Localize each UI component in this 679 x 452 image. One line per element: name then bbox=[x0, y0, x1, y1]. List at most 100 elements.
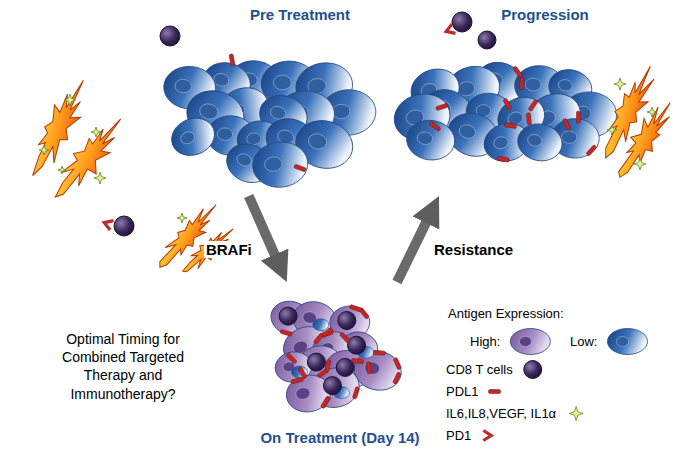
tumor-node: On Treatment (Day 14) bbox=[245, 282, 435, 448]
cell-body bbox=[515, 120, 566, 164]
pdl1-mark bbox=[366, 362, 371, 374]
cell-body bbox=[510, 329, 550, 355]
pdl1-mark bbox=[576, 111, 580, 123]
cytokine-star bbox=[634, 158, 646, 170]
pdl1-mark bbox=[528, 99, 538, 111]
cd8-t-cell bbox=[307, 353, 325, 371]
tumor-cell bbox=[250, 139, 310, 190]
cell-nucleus bbox=[561, 131, 576, 144]
legend-entry: Low: bbox=[570, 332, 597, 350]
stage-heading: Progression bbox=[428, 6, 663, 23]
cell-body bbox=[607, 329, 647, 355]
cell-nucleus bbox=[273, 75, 291, 90]
cell-body bbox=[166, 112, 220, 162]
cell-nucleus bbox=[519, 337, 531, 347]
legend-text: Low: bbox=[570, 334, 597, 349]
legend-text: PD1 bbox=[446, 428, 471, 443]
process-arrow bbox=[397, 209, 432, 282]
cytokine-star bbox=[607, 125, 617, 135]
cytokine-star bbox=[91, 127, 101, 137]
cd8-t-cell bbox=[338, 312, 356, 330]
cytokine-star bbox=[569, 407, 583, 421]
progression-tumor bbox=[390, 56, 617, 166]
cell-nucleus bbox=[416, 131, 433, 145]
cytokine-star bbox=[94, 172, 106, 184]
pdl1-mark bbox=[373, 350, 385, 355]
legend-entry: High: bbox=[470, 332, 500, 350]
legend-sample bbox=[569, 407, 583, 421]
pdl1-mark bbox=[526, 113, 531, 125]
illustration bbox=[20, 12, 679, 416]
cell-nucleus bbox=[557, 78, 573, 92]
cytokine-star bbox=[39, 145, 49, 155]
legend-sample bbox=[510, 329, 550, 355]
pdl1-mark bbox=[298, 367, 308, 379]
pdl1-mark bbox=[291, 377, 304, 384]
cell-nucleus bbox=[363, 360, 381, 375]
cytokine-star bbox=[64, 94, 76, 106]
cell-nucleus bbox=[457, 123, 477, 141]
tumor-cell bbox=[283, 371, 334, 415]
tumor-cell bbox=[166, 112, 220, 162]
tumor-node: Pre Treatment bbox=[150, 4, 385, 196]
legend-sample bbox=[607, 329, 647, 355]
cell-nucleus bbox=[527, 133, 543, 147]
tumor-cell bbox=[515, 120, 566, 164]
arrow-label-box: Resistance bbox=[432, 241, 515, 259]
legend-entry: PD1 bbox=[446, 426, 471, 444]
pdl1-mark bbox=[562, 118, 571, 130]
stage-heading: Pre Treatment bbox=[183, 6, 418, 23]
cell-body bbox=[250, 139, 310, 190]
pdl1-mark bbox=[497, 156, 510, 162]
legend-text: IL6,IL8,VEGF, IL1α bbox=[446, 406, 556, 421]
pdl1-mark bbox=[519, 77, 524, 89]
pdl1-mark bbox=[503, 98, 512, 111]
legend-heading: Antigen Expression: bbox=[448, 306, 564, 323]
legend-sample bbox=[489, 390, 501, 394]
arrow-label: BRAFi bbox=[204, 241, 254, 258]
pdl1-mark bbox=[325, 359, 331, 372]
tumor-cell bbox=[404, 118, 457, 163]
low-antigen-cell bbox=[313, 319, 329, 331]
legend-entry: CD8 T cells bbox=[446, 360, 513, 378]
legend-entry: PDL1 bbox=[446, 382, 479, 400]
cell-nucleus bbox=[175, 79, 192, 93]
pdl1-mark bbox=[429, 121, 441, 131]
cell-nucleus bbox=[264, 156, 283, 172]
pdl1-mark bbox=[504, 123, 517, 129]
question-note: Optimal Timing for Combined Targeted The… bbox=[48, 330, 198, 403]
label-box: Optimal Timing for Combined Targeted The… bbox=[48, 330, 198, 403]
low-antigen-cell bbox=[291, 366, 307, 378]
cytokine-star bbox=[58, 166, 66, 174]
pre-treatment-tumor bbox=[163, 54, 377, 191]
pd1-mark bbox=[103, 218, 114, 230]
fibroblast bbox=[45, 110, 134, 208]
cd8-t-cell bbox=[478, 31, 496, 49]
pd1-mark bbox=[483, 431, 491, 441]
pdl1-mark bbox=[280, 329, 293, 336]
pdl1-mark bbox=[489, 390, 501, 394]
pdl1-mark bbox=[352, 386, 359, 399]
cd8-t-cell bbox=[160, 26, 180, 46]
cd8-t-cell bbox=[279, 307, 297, 325]
fibroblast bbox=[152, 198, 224, 274]
cell-nucleus bbox=[246, 132, 261, 145]
cell-body bbox=[283, 371, 334, 415]
cell-nucleus bbox=[295, 386, 311, 400]
pdl1-mark bbox=[393, 357, 401, 370]
cd8-t-cell bbox=[114, 216, 134, 236]
tumor-node: Progression bbox=[392, 4, 627, 196]
cell-nucleus bbox=[179, 130, 196, 146]
label-box: Antigen Expression: bbox=[448, 304, 668, 323]
legend-text: CD8 T cells bbox=[446, 362, 513, 377]
on-treatment-tumor bbox=[267, 297, 405, 416]
cell-nucleus bbox=[525, 78, 541, 91]
pdl1-mark bbox=[294, 164, 307, 172]
pdl1-mark bbox=[229, 54, 235, 67]
legend-sample bbox=[524, 361, 542, 379]
pd1-mark bbox=[445, 24, 456, 36]
